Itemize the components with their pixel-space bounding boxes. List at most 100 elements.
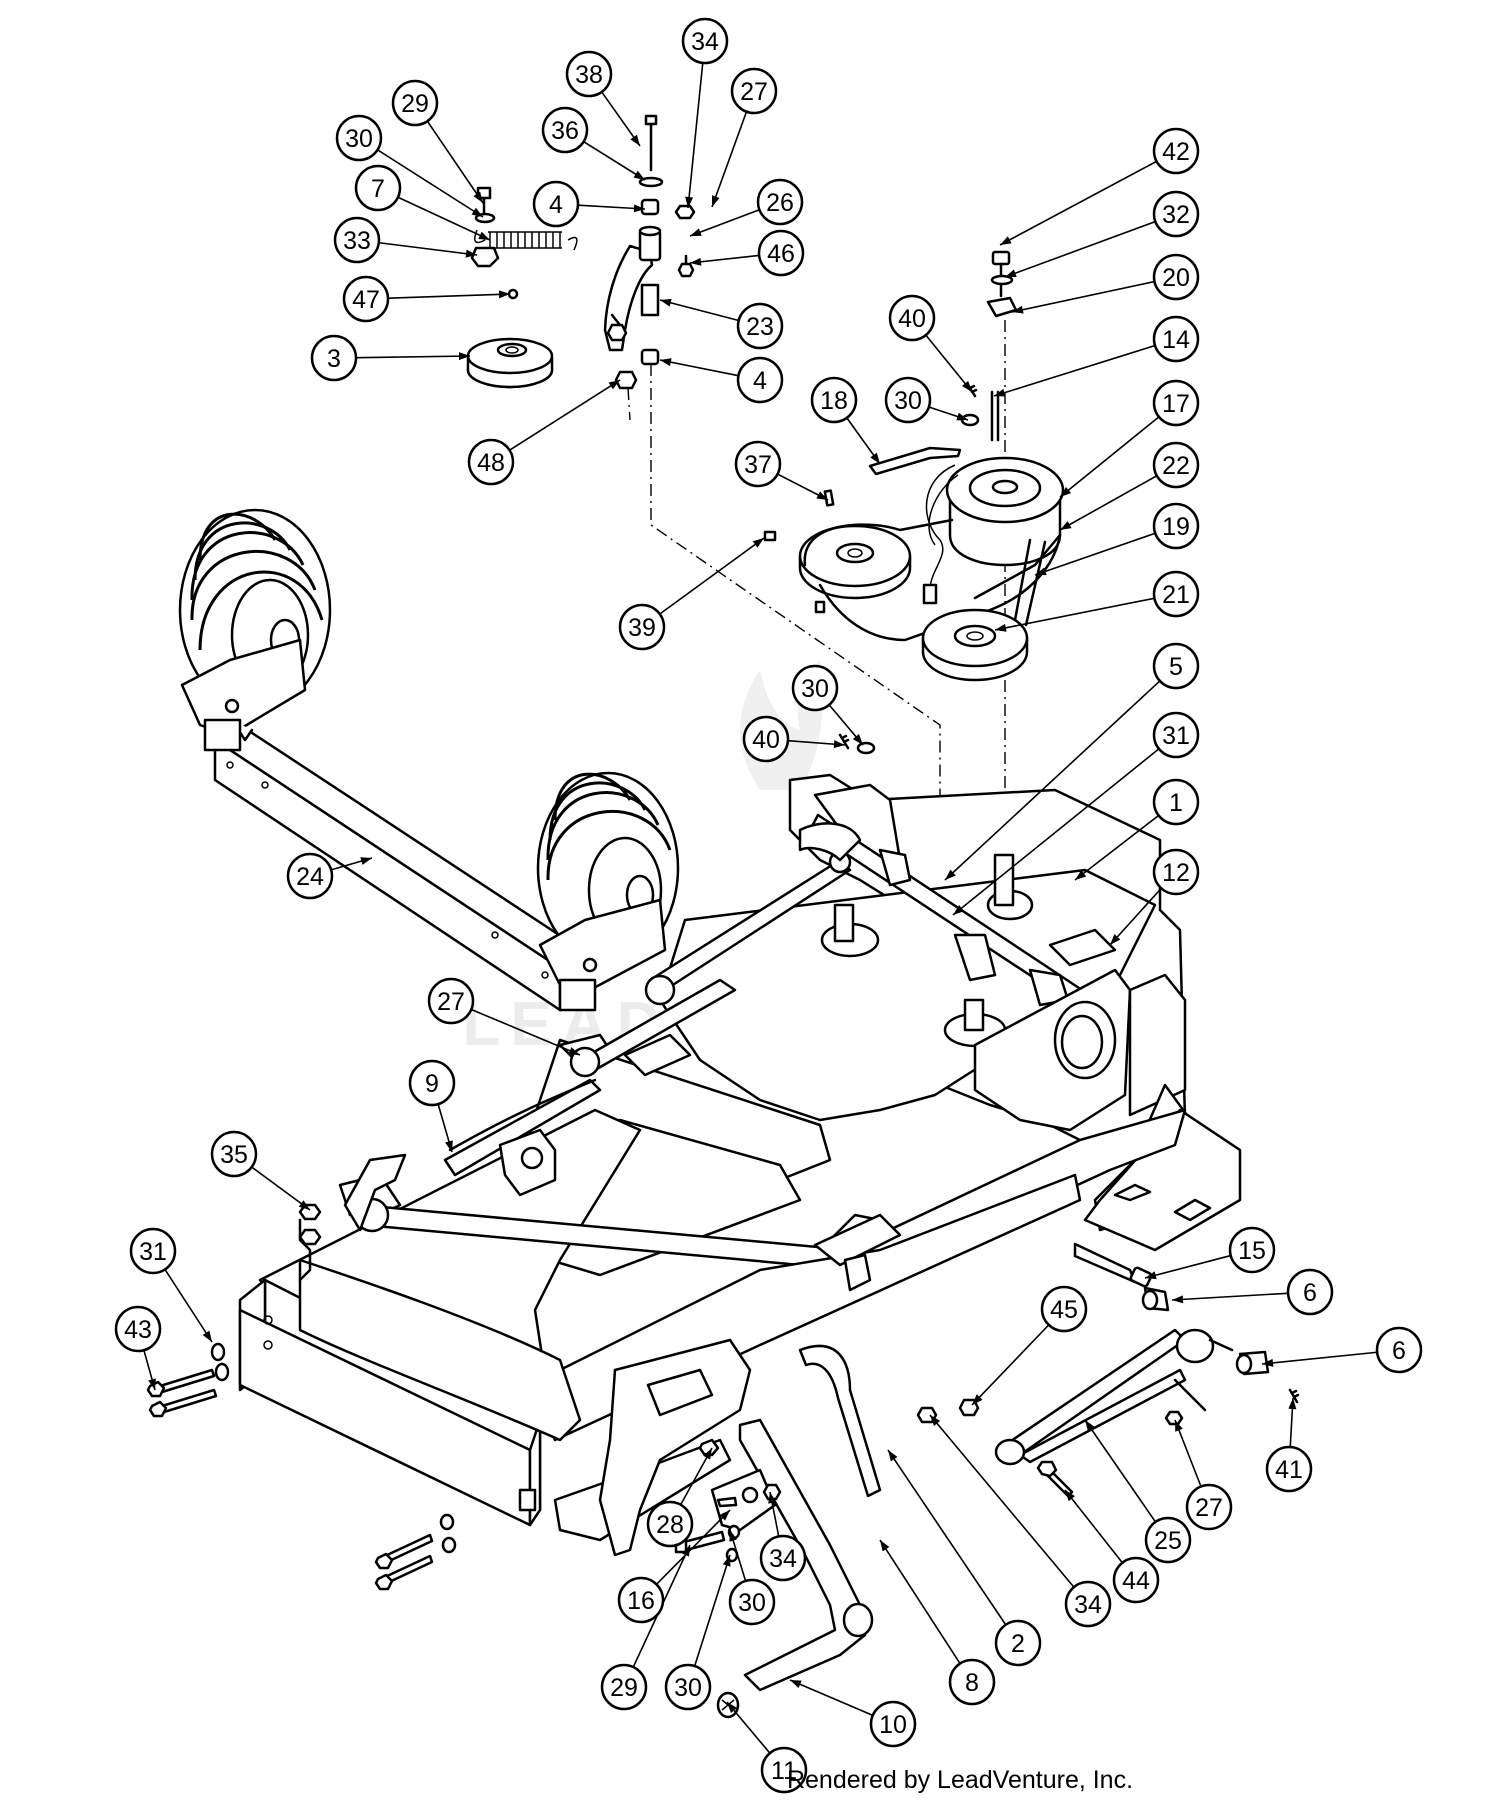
callout-10[interactable]: 10 [869,1700,917,1748]
leader-line-6 [1171,1292,1289,1301]
callout-4[interactable]: 4 [532,180,580,228]
leader-arrow-30 [729,1530,738,1542]
callout-34[interactable]: 34 [759,1534,807,1582]
callout-44[interactable]: 44 [1112,1556,1160,1604]
leader-line-14 [993,344,1156,397]
callout-5[interactable]: 5 [1152,642,1200,690]
callout-circle [1152,253,1200,301]
callout-46[interactable]: 46 [757,229,805,277]
callout-circle [728,1578,776,1626]
callout-30[interactable]: 30 [664,1663,712,1711]
callout-34[interactable]: 34 [681,17,729,65]
callout-6[interactable]: 6 [1286,1268,1334,1316]
callout-12[interactable]: 12 [1152,848,1200,896]
leader-arrow-4 [660,358,672,367]
callout-circle [391,79,439,127]
leader-arrow-35 [298,1200,310,1210]
callout-41[interactable]: 41 [1265,1445,1313,1493]
callout-circle [1040,1285,1088,1333]
callout-34[interactable]: 34 [1064,1580,1112,1628]
callout-circle [994,1619,1042,1667]
callout-27[interactable]: 27 [1185,1483,1233,1531]
callout-40[interactable]: 40 [888,294,936,342]
callout-15[interactable]: 15 [1228,1226,1276,1274]
callout-42[interactable]: 42 [1152,127,1200,175]
callout-31[interactable]: 31 [1152,711,1200,759]
callout-28[interactable]: 28 [646,1500,694,1548]
callout-circle [1265,1445,1313,1493]
leader-arrow-6 [1172,1295,1184,1304]
leader-line-19 [1034,532,1156,576]
callout-circle [1152,441,1200,489]
callout-35[interactable]: 35 [210,1130,258,1178]
callout-number: 39 [628,614,656,642]
callout-number: 43 [124,1316,152,1344]
leader-line-45 [971,1324,1050,1406]
callout-22[interactable]: 22 [1152,441,1200,489]
leader-line-40 [925,334,973,393]
callout-number: 40 [898,305,926,333]
leader-arrow-41 [1288,1398,1297,1410]
callout-7[interactable]: 7 [354,164,402,212]
callout-3[interactable]: 3 [310,334,358,382]
callout-30[interactable]: 30 [791,664,839,712]
leader-line-42 [999,160,1157,246]
leader-arrow-20 [1012,305,1024,314]
callout-45[interactable]: 45 [1040,1285,1088,1333]
callout-31[interactable]: 31 [129,1227,177,1275]
callout-number: 45 [1050,1296,1078,1324]
callout-48[interactable]: 48 [467,438,515,486]
callout-30[interactable]: 30 [335,114,383,162]
callout-30[interactable]: 30 [884,376,932,424]
leader-line-17 [1059,416,1160,498]
leader-line-26 [689,209,760,237]
callout-30[interactable]: 30 [728,1578,776,1626]
leader-arrow-16 [719,1510,730,1521]
callout-37[interactable]: 37 [734,440,782,488]
callout-19[interactable]: 19 [1152,502,1200,550]
callout-number: 27 [437,988,465,1016]
callout-8[interactable]: 8 [948,1658,996,1706]
callout-4[interactable]: 4 [736,356,784,404]
callout-17[interactable]: 17 [1152,379,1200,427]
callout-40[interactable]: 40 [742,715,790,763]
callout-6[interactable]: 6 [1375,1326,1423,1374]
callout-number: 12 [1162,859,1190,887]
callout-27[interactable]: 27 [427,977,475,1025]
callout-26[interactable]: 26 [756,178,804,226]
leader-line-12 [1109,887,1162,946]
leader-lines [143,62,1378,1754]
callout-43[interactable]: 43 [114,1305,162,1353]
rear-linkage [916,1242,1300,1498]
callout-23[interactable]: 23 [736,302,784,350]
tube-23 [640,283,660,317]
callout-circle [1375,1326,1423,1374]
callout-21[interactable]: 21 [1152,570,1200,618]
callout-32[interactable]: 32 [1152,190,1200,238]
assembly-line-1 [650,364,941,860]
callout-circle [869,1700,917,1748]
callout-36[interactable]: 36 [541,106,589,154]
callout-25[interactable]: 25 [1144,1516,1192,1564]
callout-29[interactable]: 29 [600,1663,648,1711]
callout-circle [427,977,475,1025]
callout-27[interactable]: 27 [730,67,778,115]
callout-2[interactable]: 2 [994,1619,1042,1667]
callout-24[interactable]: 24 [286,852,334,900]
callout-18[interactable]: 18 [810,376,858,424]
callout-9[interactable]: 9 [408,1059,456,1107]
callout-47[interactable]: 47 [342,275,390,323]
callout-14[interactable]: 14 [1152,315,1200,363]
callout-circle [210,1130,258,1178]
callout-number: 2 [1011,1630,1025,1658]
leader-line-30 [693,1554,731,1667]
callout-11[interactable]: 11 [760,1746,808,1794]
callout-20[interactable]: 20 [1152,253,1200,301]
callout-38[interactable]: 38 [565,50,613,98]
callout-1[interactable]: 1 [1152,778,1200,826]
callout-33[interactable]: 33 [333,216,381,264]
callout-16[interactable]: 16 [617,1576,665,1624]
callout-39[interactable]: 39 [618,603,666,651]
callout-29[interactable]: 29 [391,79,439,127]
